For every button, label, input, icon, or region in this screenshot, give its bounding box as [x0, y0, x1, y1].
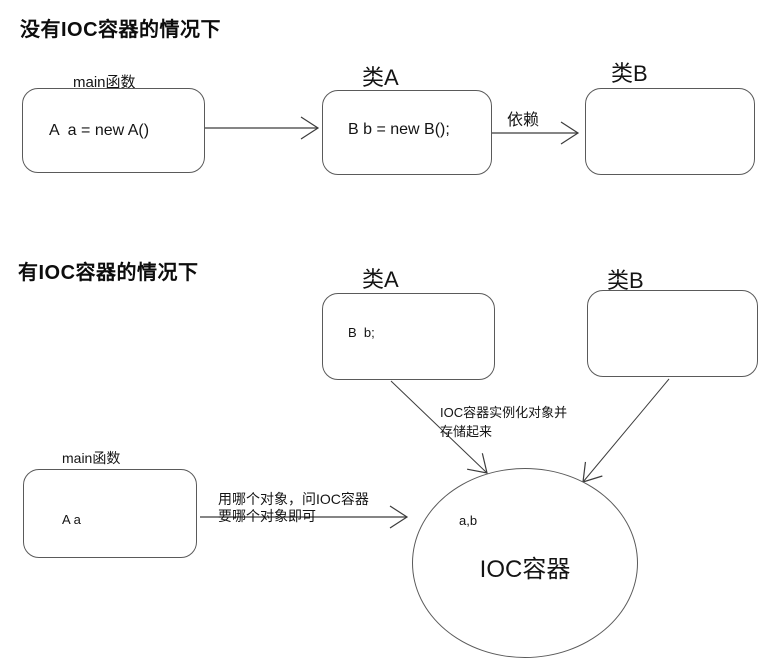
ioc-class-b-label: 类B [607, 268, 644, 293]
noioc-main-box-label: main函数 [73, 74, 136, 91]
arrow-ioc-class-a-to-container [390, 380, 488, 474]
section-title-with-ioc: 有IOC容器的情况下 [18, 262, 199, 284]
noioc-main-box: A a = new A() [22, 88, 205, 173]
ask-arrow-label-line2: 要哪个对象即可 [218, 508, 316, 524]
ioc-container-ellipse: a,b IOC容器 [412, 468, 638, 658]
noioc-class-b-box [585, 88, 755, 175]
noioc-class-a-label: 类A [362, 65, 399, 90]
store-arrow-label-line2: 存储起来 [440, 424, 493, 439]
ask-arrow-label: 用哪个对象，问IOC容器 要哪个对象即可 [218, 491, 369, 525]
noioc-main-box-content: A a = new A() [49, 122, 150, 139]
section-title-without-ioc: 没有IOC容器的情况下 [20, 19, 222, 41]
store-arrow-label: IOC容器实例化对象并 存储起来 [440, 403, 567, 441]
store-arrow-label-line1: IOC容器实例化对象并 [440, 405, 568, 420]
ioc-main-box: A a [23, 469, 197, 558]
ioc-main-box-label: main函数 [62, 450, 121, 466]
noioc-class-b-label: 类B [611, 61, 648, 86]
ioc-class-a-box: B b; [322, 293, 495, 380]
noioc-class-a-content: B b = new B(); [348, 121, 450, 138]
noioc-class-a-box: B b = new B(); [322, 90, 492, 175]
ioc-class-a-label: 类A [362, 267, 399, 292]
ioc-container-label: IOC容器 [479, 556, 571, 583]
arrow-ioc-class-b-to-container [582, 378, 670, 483]
ioc-main-box-content: A a [62, 512, 81, 527]
ioc-class-b-box [587, 290, 758, 377]
dependency-arrow-label: 依赖 [507, 112, 540, 129]
ioc-class-a-content: B b; [348, 325, 375, 340]
ask-arrow-label-line1: 用哪个对象，问IOC容器 [218, 491, 369, 507]
ioc-container-items: a,b [459, 513, 478, 528]
